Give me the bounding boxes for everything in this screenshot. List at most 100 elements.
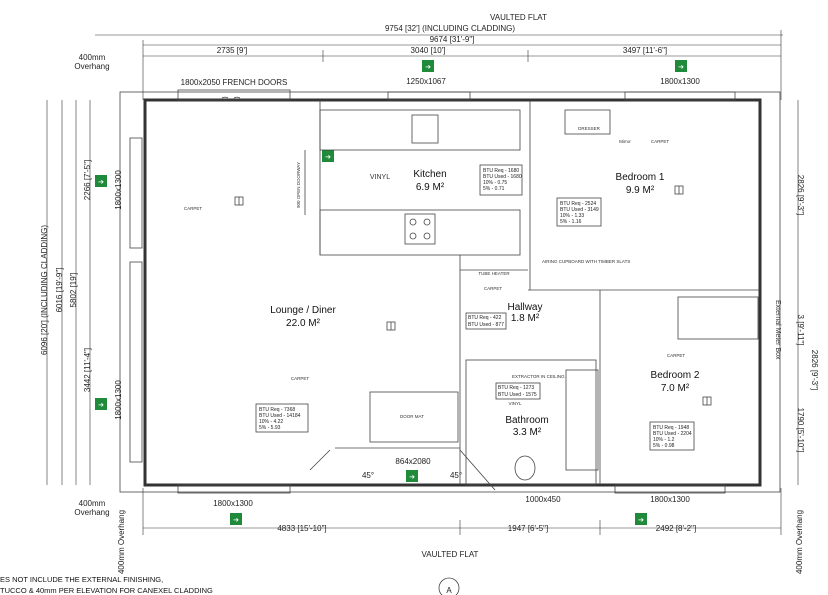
note-line-2: TUCCO & 40mm PER ELEVATION FOR CANEXEL C… <box>0 586 213 595</box>
svg-text:➔: ➔ <box>678 63 684 71</box>
left-mid-dimension: 6016 [19'-9"] <box>55 268 64 313</box>
exit-sign-icon: ➔ <box>95 398 107 410</box>
right-lower-b-dimension: 2826 [9'-3"] <box>810 350 819 390</box>
tube-heater-label: TUBE HEATER <box>478 271 510 276</box>
angle-left-label: 45° <box>362 471 374 480</box>
hallway-area: 1.8 M² <box>511 313 540 324</box>
bottom-dimension-2: 1947 [6'-5"] <box>508 524 548 533</box>
bathroom-area: 3.3 M² <box>513 427 542 438</box>
bathroom-btu-0: BTU Req - 1273 <box>498 385 534 391</box>
svg-text:➔: ➔ <box>325 153 331 161</box>
svg-text:A: A <box>446 586 452 595</box>
radiator-icon <box>234 196 244 206</box>
mirror-label: Mirror <box>619 139 631 144</box>
right-lower-a-dimension: 1790 [5'-10"] <box>796 408 805 453</box>
svg-text:➔: ➔ <box>425 63 431 71</box>
overall-width-dimension: 9754 [32'] (INCLUDING CLADDING) <box>385 24 515 33</box>
left-window-lower-label: 1800x1300 <box>114 380 123 420</box>
french-doors-label: 1800x2050 FRENCH DOORS <box>181 78 288 87</box>
bathroom-btu-1: BTU Used - 1575 <box>498 392 537 398</box>
left-lower-dimension: 3442 [11'-4"] <box>83 348 92 392</box>
kitchen-btu-0: BTU Req - 1680 <box>483 168 519 174</box>
bedroom2-area: 7.0 M² <box>661 383 690 394</box>
bedroom2-btu-1: BTU Used - 2204 <box>653 431 692 437</box>
extractor-label: EXTRACTOR IN CEILING <box>512 374 565 379</box>
svg-text:➔: ➔ <box>233 516 239 524</box>
bedroom2-name: Bedroom 2 <box>651 370 700 381</box>
section-marker: A <box>438 577 460 595</box>
bedroom1-btu-2: 10% - 1.33 <box>560 213 584 219</box>
hallway-btu-1: BTU Used - 877 <box>468 322 504 328</box>
left-outer-dimension: 6096 [20'] (INCLUDING CLADDING) <box>40 225 49 355</box>
bedroom1-area: 9.9 M² <box>626 185 655 196</box>
exit-sign-icon: ➔ <box>635 513 647 525</box>
top-segment-1-dimension: 2735 [9'] <box>217 46 247 55</box>
exit-sign-icon: ➔ <box>422 60 434 72</box>
bottom-window-left-label: 1800x1300 <box>213 499 253 508</box>
right-upper-dimension: 2826 [9'-3"] <box>796 175 805 215</box>
top-segment-3-dimension: 3497 [11'-6"] <box>623 46 667 55</box>
lounge-btu-2: 10% - 4.22 <box>259 419 283 425</box>
bathroom-name: Bathroom <box>505 415 548 426</box>
exit-sign-icon: ➔ <box>406 470 418 482</box>
airing-cupboard-label: AIRING CUPBOARD WITH TIMBER SLATS <box>542 259 630 264</box>
entry-door-label: 864x2080 <box>395 457 431 466</box>
bedroom2-btu-3: 5% - 0.98 <box>653 443 675 449</box>
kitchen-floor: VINYL <box>370 174 390 181</box>
kitchen-btu-3: 5% - 0.71 <box>483 186 505 192</box>
kitchen-area: 6.9 M² <box>416 182 445 193</box>
kitchen-btu-2: 10% - 0.75 <box>483 180 507 186</box>
lounge-area: 22.0 M² <box>286 318 321 329</box>
right-mid-dimension: 3 [9'-11"] <box>796 315 805 346</box>
kitchen-name: Kitchen <box>413 169 446 180</box>
bedroom1-btu-3: 5% - 1.16 <box>560 219 582 225</box>
hallway-floor: CARPET <box>484 286 503 291</box>
kitchen-btu-1: BTU Used - 1680 <box>483 174 522 180</box>
bedroom2-btu-2: 10% - 1.2 <box>653 437 675 443</box>
lounge-floor: CARPET <box>291 376 310 381</box>
angle-right-label: 45° <box>450 471 462 480</box>
lounge-carpet-left: CARPET <box>184 206 203 211</box>
bedroom1-window-label: 1800x1300 <box>660 77 700 86</box>
top-segment-2-dimension: 3040 [10'] <box>411 46 446 55</box>
bedroom1-floor: CARPET <box>651 139 670 144</box>
left-window-upper-label: 1800x1300 <box>114 170 123 210</box>
lounge-btu-0: BTU Req - 7368 <box>259 407 295 413</box>
exit-sign-icon: ➔ <box>95 175 107 187</box>
bottom-window-right-label: 1800x1300 <box>650 495 690 504</box>
bedroom1-name: Bedroom 1 <box>616 172 665 183</box>
kitchen-window-label: 1250x1067 <box>406 77 446 86</box>
vaulted-flat-bottom-label: VAULTED FLAT <box>422 550 479 559</box>
svg-text:➔: ➔ <box>409 473 415 481</box>
bathroom-floor: VINYL <box>508 401 522 406</box>
bedroom1-btu-1: BTU Used - 3149 <box>560 207 599 213</box>
door-mat-label: DOOR MAT <box>400 414 424 419</box>
lounge-btu-1: BTU Used - 14184 <box>259 413 301 419</box>
radiator-icon <box>674 185 684 195</box>
bottom-dimension-1: 4833 [15'-10"] <box>277 524 326 533</box>
bath-window-label: 1000x450 <box>525 495 561 504</box>
dresser-label: DRESSER <box>578 126 601 131</box>
bedroom2-btu-0: BTU Req - 1948 <box>653 425 689 431</box>
bottom-dimension-3: 2492 [8'-2"] <box>656 524 696 533</box>
overhang-right-vertical: 400mm Overhang <box>795 510 804 574</box>
radiator-icon <box>702 396 712 406</box>
exit-sign-icon: ➔ <box>675 60 687 72</box>
overhang-left-vertical: 400mm Overhang <box>117 510 126 574</box>
svg-text:➔: ➔ <box>98 178 104 186</box>
hallway-btu-0: BTU Req - 422 <box>468 315 502 321</box>
note-line-1: ES NOT INCLUDE THE EXTERNAL FINISHING, <box>0 575 163 584</box>
hallway-name: Hallway <box>507 302 542 313</box>
bedroom2-floor: CARPET <box>667 353 686 358</box>
vaulted-flat-top-label: VAULTED FLAT <box>490 13 547 22</box>
bedroom1-btu-0: BTU Req - 2524 <box>560 201 596 207</box>
inner-width-dimension: 9674 [31'-9"] <box>430 35 475 44</box>
exit-sign-icon: ➔ <box>322 150 334 162</box>
left-upper-dimension: 2266 [7'-5"] <box>83 160 92 200</box>
external-meter-label: External Meter Box <box>774 300 781 360</box>
svg-text:➔: ➔ <box>638 516 644 524</box>
svg-text:➔: ➔ <box>98 401 104 409</box>
